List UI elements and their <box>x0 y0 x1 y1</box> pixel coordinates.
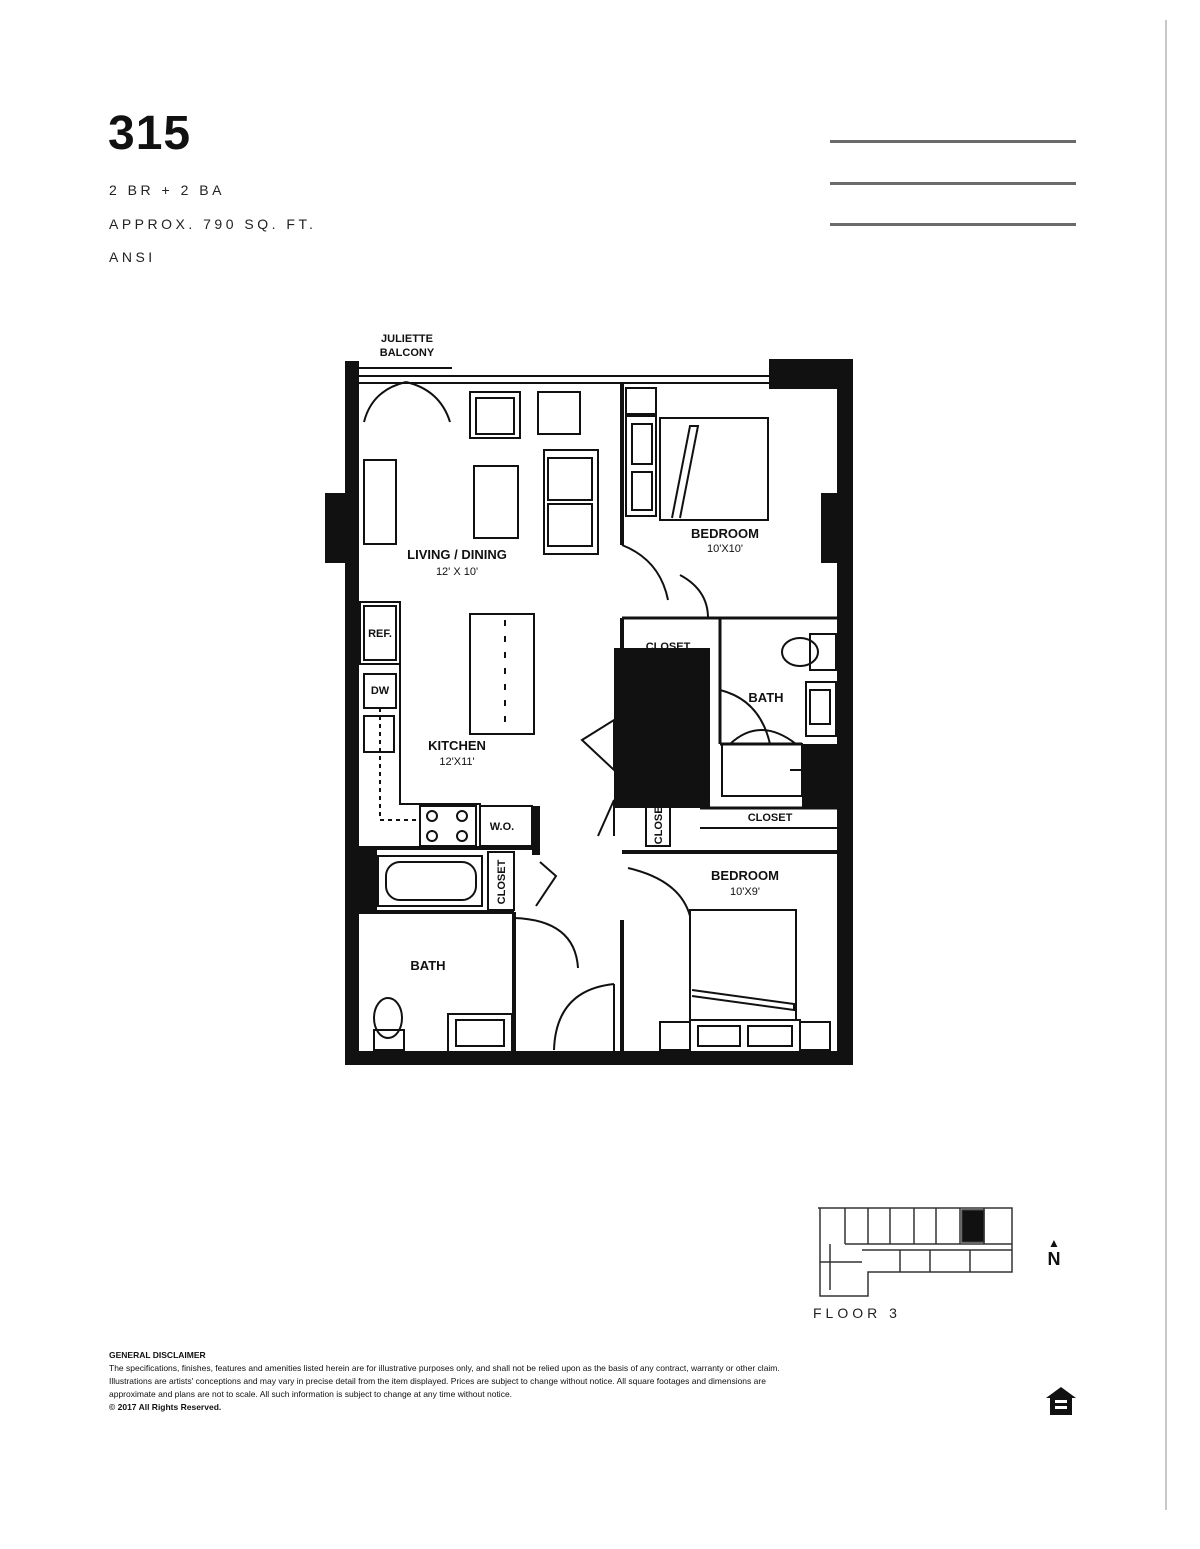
hall-closet-label: CLOSET <box>653 799 665 844</box>
living-name: LIVING / DINING <box>407 547 507 562</box>
bed1-closet-door <box>679 574 709 619</box>
bed1-closet-label: CLOSET <box>646 641 691 653</box>
standard: ANSI <box>109 249 156 265</box>
bedroom1-size: 10'X10' <box>707 543 743 555</box>
refrigerator-label: REF. <box>368 628 392 640</box>
bath-core-wall <box>802 744 842 808</box>
wall-oven-label: W.O. <box>490 821 514 833</box>
north-label: N <box>1047 1249 1061 1269</box>
balcony-label-2: BALCONY <box>380 347 435 359</box>
key-plan <box>818 1207 1013 1297</box>
west-wall <box>345 361 359 1065</box>
core-wall <box>614 648 710 808</box>
kitchen-name: KITCHEN <box>428 738 486 753</box>
balcony-door-left <box>363 381 407 423</box>
unit-number: 315 <box>108 107 192 160</box>
living-size: 12' X 10' <box>436 566 478 578</box>
disclaimer-heading: GENERAL DISCLAIMER <box>109 1350 206 1360</box>
unit-highlight <box>961 1209 985 1243</box>
bedroom2-size: 10'X9' <box>730 886 760 898</box>
disclaimer-copyright: © 2017 All Rights Reserved. <box>109 1402 222 1412</box>
page-edge-line <box>1165 20 1167 1510</box>
bedroom1-name: BEDROOM <box>691 526 759 541</box>
washer-dryer-label: W/D <box>641 747 662 759</box>
bath2-label: BATH <box>748 690 783 705</box>
east-column <box>821 493 851 563</box>
approx-area: APPROX. 790 SQ. FT. <box>109 216 317 232</box>
balcony-label-1: JULIETTE <box>381 333 433 345</box>
entry-door <box>553 983 615 1051</box>
balcony-door-right <box>405 381 451 423</box>
bath2-door <box>719 689 771 745</box>
bath-closet-label: CLOSET <box>496 859 508 904</box>
south-wall <box>345 1051 853 1065</box>
bath1-door <box>513 917 579 969</box>
west-column <box>325 493 355 563</box>
equal-housing-icon <box>1046 1387 1076 1415</box>
bed2-door <box>627 867 691 917</box>
beds-baths: 2 BR + 2 BA <box>109 182 225 198</box>
bath1-label: BATH <box>410 958 445 973</box>
floor-label: FLOOR 3 <box>813 1305 901 1321</box>
disclaimer-line: The specifications, finishes, features a… <box>109 1363 780 1373</box>
bedroom2-name: BEDROOM <box>711 868 779 883</box>
bed1-door <box>621 544 669 601</box>
north-indicator: ▲ N <box>1043 1237 1065 1270</box>
northeast-column <box>769 359 853 389</box>
disclaimer-line: Illustrations are artists' conceptions a… <box>109 1376 766 1386</box>
east-wall <box>837 361 853 1065</box>
blank-line-2 <box>830 182 1076 185</box>
disclaimer: GENERAL DISCLAIMER The specifications, f… <box>109 1349 1009 1414</box>
north-arrow-icon: ▲ <box>1048 1236 1060 1250</box>
disclaimer-line: approximate and plans are not to scale. … <box>109 1389 513 1399</box>
blank-line-3 <box>830 223 1076 226</box>
bed2-closet-label: CLOSET <box>748 812 793 824</box>
kitchen-size: 12'X11' <box>439 756 474 768</box>
blank-line-1 <box>830 140 1076 143</box>
bath-wall-block <box>345 847 377 913</box>
dishwasher-label: DW <box>371 685 390 697</box>
